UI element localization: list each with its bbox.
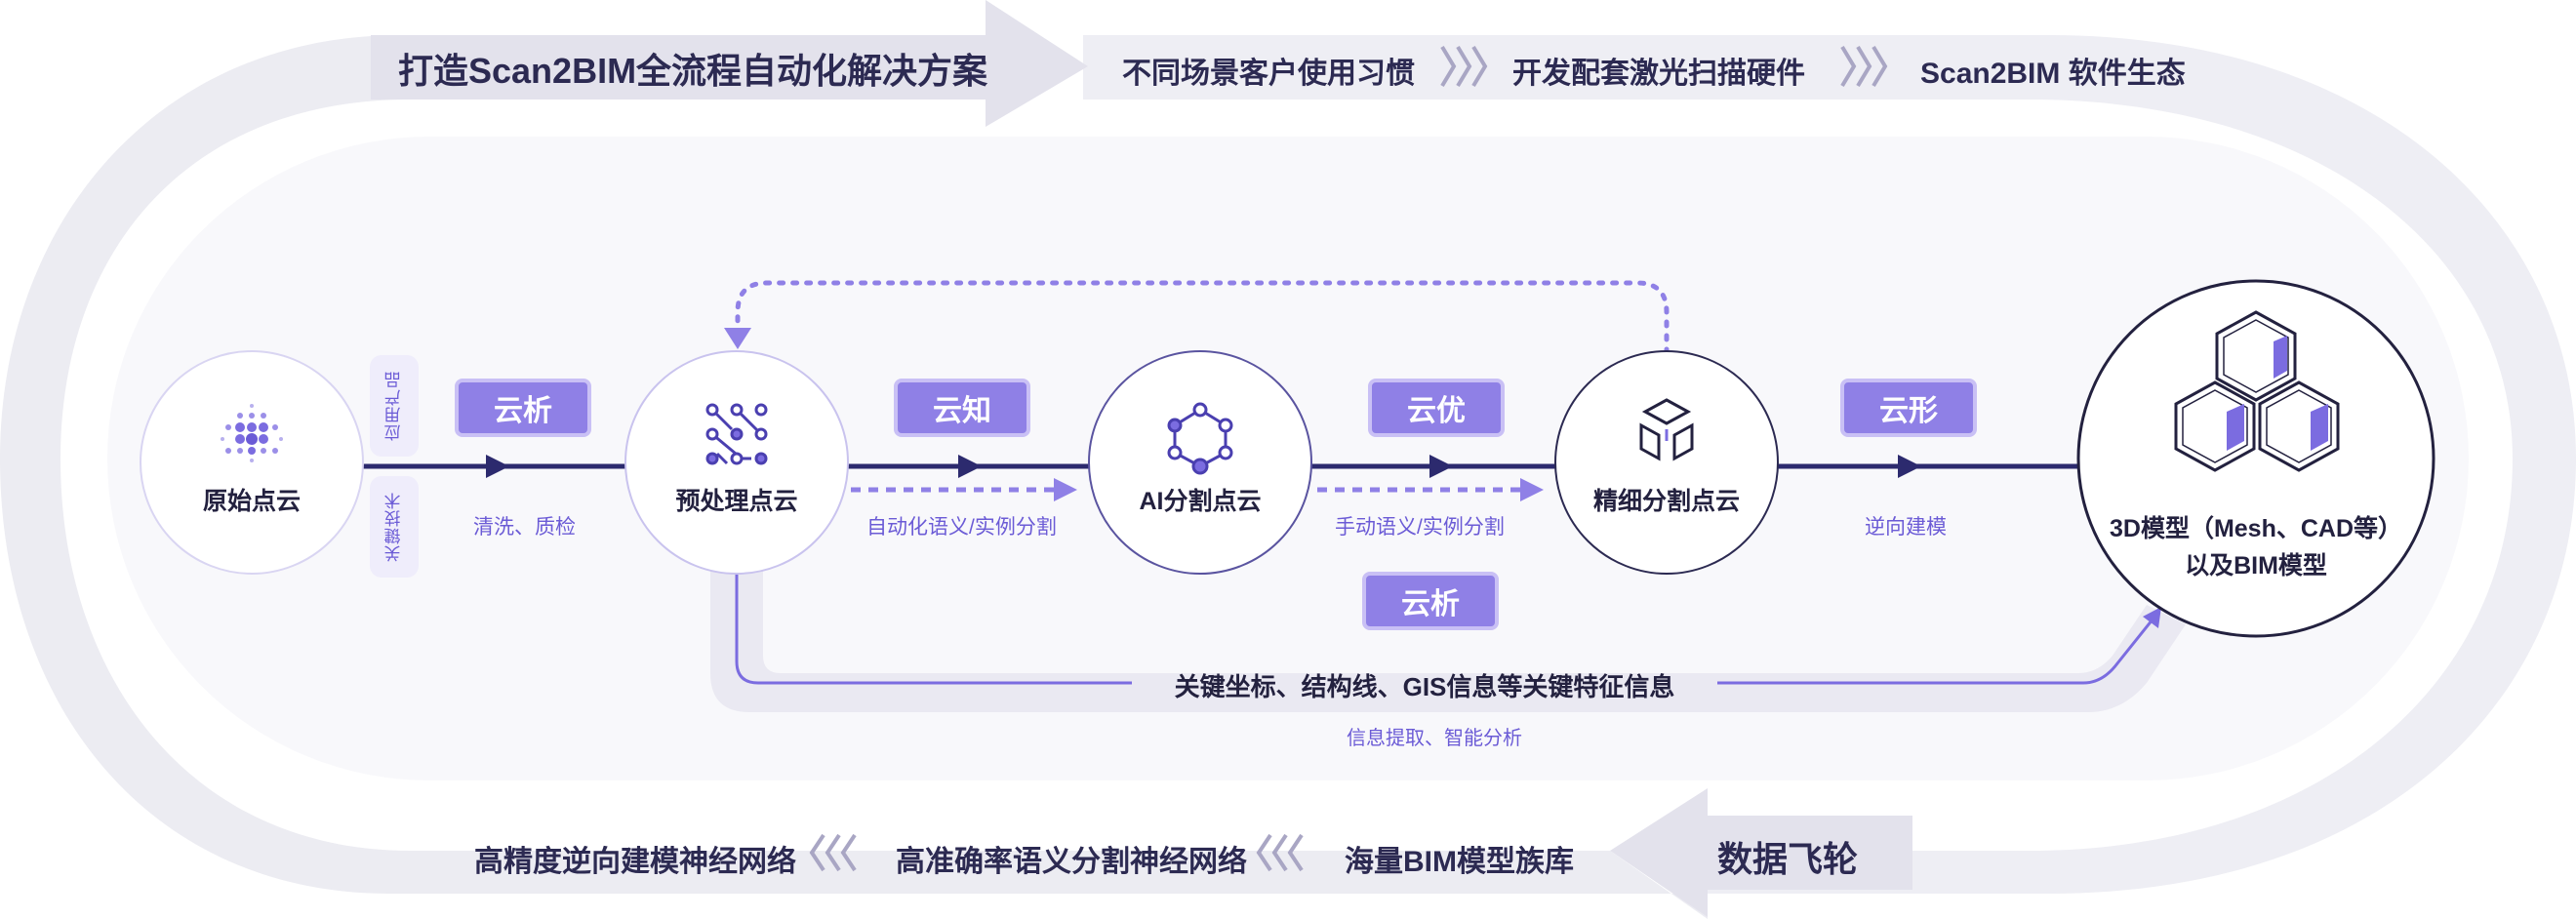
dashed-arrowhead — [1054, 478, 1077, 501]
header-step-2: 开发配套激光扫描硬件 — [1512, 58, 1805, 90]
node-label-model: 3D模型（Mesh、CAD等） — [2109, 515, 2403, 542]
badge-optimize: 云优 — [1368, 379, 1505, 437]
cube-segments-icon — [1639, 398, 1694, 461]
info-path-label: 关键坐标、结构线、GIS信息等关键特征信息 — [1174, 672, 1675, 701]
badge-clean: 云析 — [455, 379, 591, 437]
header-arrow — [371, 0, 1088, 127]
feedback-arrowhead — [724, 328, 751, 349]
footer-step-2: 高准确率语义分割神经网络 — [896, 846, 1247, 878]
node-circle-fine — [1554, 350, 1779, 575]
node-label-pre: 预处理点云 — [675, 488, 798, 515]
flow-arrow — [486, 455, 509, 478]
flow-arrow — [958, 455, 982, 478]
flow-arrow — [1898, 455, 1921, 478]
stage-sub-optimize: 手动语义/实例分割 — [1335, 516, 1505, 539]
chevron-left-icon — [809, 833, 1304, 872]
circuit-icon — [705, 403, 768, 465]
footer-step-1: 高精度逆向建模神经网络 — [474, 846, 796, 878]
3d-model-icon — [2174, 310, 2340, 472]
header-title: 打造Scan2BIM全流程自动化解决方案 — [398, 51, 988, 91]
info-path-line — [735, 546, 2158, 685]
footer-title: 数据飞轮 — [1717, 839, 1859, 879]
node-label-raw: 原始点云 — [202, 488, 301, 515]
node-circle-model — [2076, 279, 2435, 638]
node-label-ai: AI分割点云 — [1139, 488, 1262, 515]
stage-sub-know: 自动化语义/实例分割 — [866, 516, 1057, 539]
footer-step-3: 海量BIM模型族库 — [1345, 846, 1574, 878]
dashed-arrowhead — [1520, 478, 1544, 501]
tag-product: 应用产品 — [370, 355, 419, 457]
tag-tech: 关键技术 — [370, 476, 419, 578]
footer-arrow — [1610, 788, 1912, 917]
header-step-1: 不同场景客户使用习惯 — [1122, 58, 1415, 90]
stage-sub-shape: 逆向建模 — [1865, 516, 1947, 539]
info-path-sub: 信息提取、智能分析 — [1347, 728, 1522, 749]
badge-know: 云知 — [894, 379, 1030, 437]
feedback-loop — [735, 280, 1670, 356]
info-path-band — [710, 546, 2186, 712]
header-step-3: Scan2BIM 软件生态 — [1920, 58, 2186, 90]
point-cloud-icon — [221, 404, 283, 462]
badge-shape: 云形 — [1840, 379, 1977, 437]
node-label-model-2: 以及BIM模型 — [2185, 552, 2327, 579]
flywheel-ring — [0, 0, 1708, 919]
ai-network-icon — [1167, 402, 1233, 475]
flow-arrow — [1429, 455, 1453, 478]
chevron-icon — [1440, 45, 1888, 88]
stage-sub-clean: 清洗、质检 — [473, 516, 576, 539]
badge-info: 云析 — [1362, 572, 1499, 630]
info-path-arrowhead — [2143, 607, 2161, 628]
node-label-fine: 精细分割点云 — [1592, 488, 1740, 515]
